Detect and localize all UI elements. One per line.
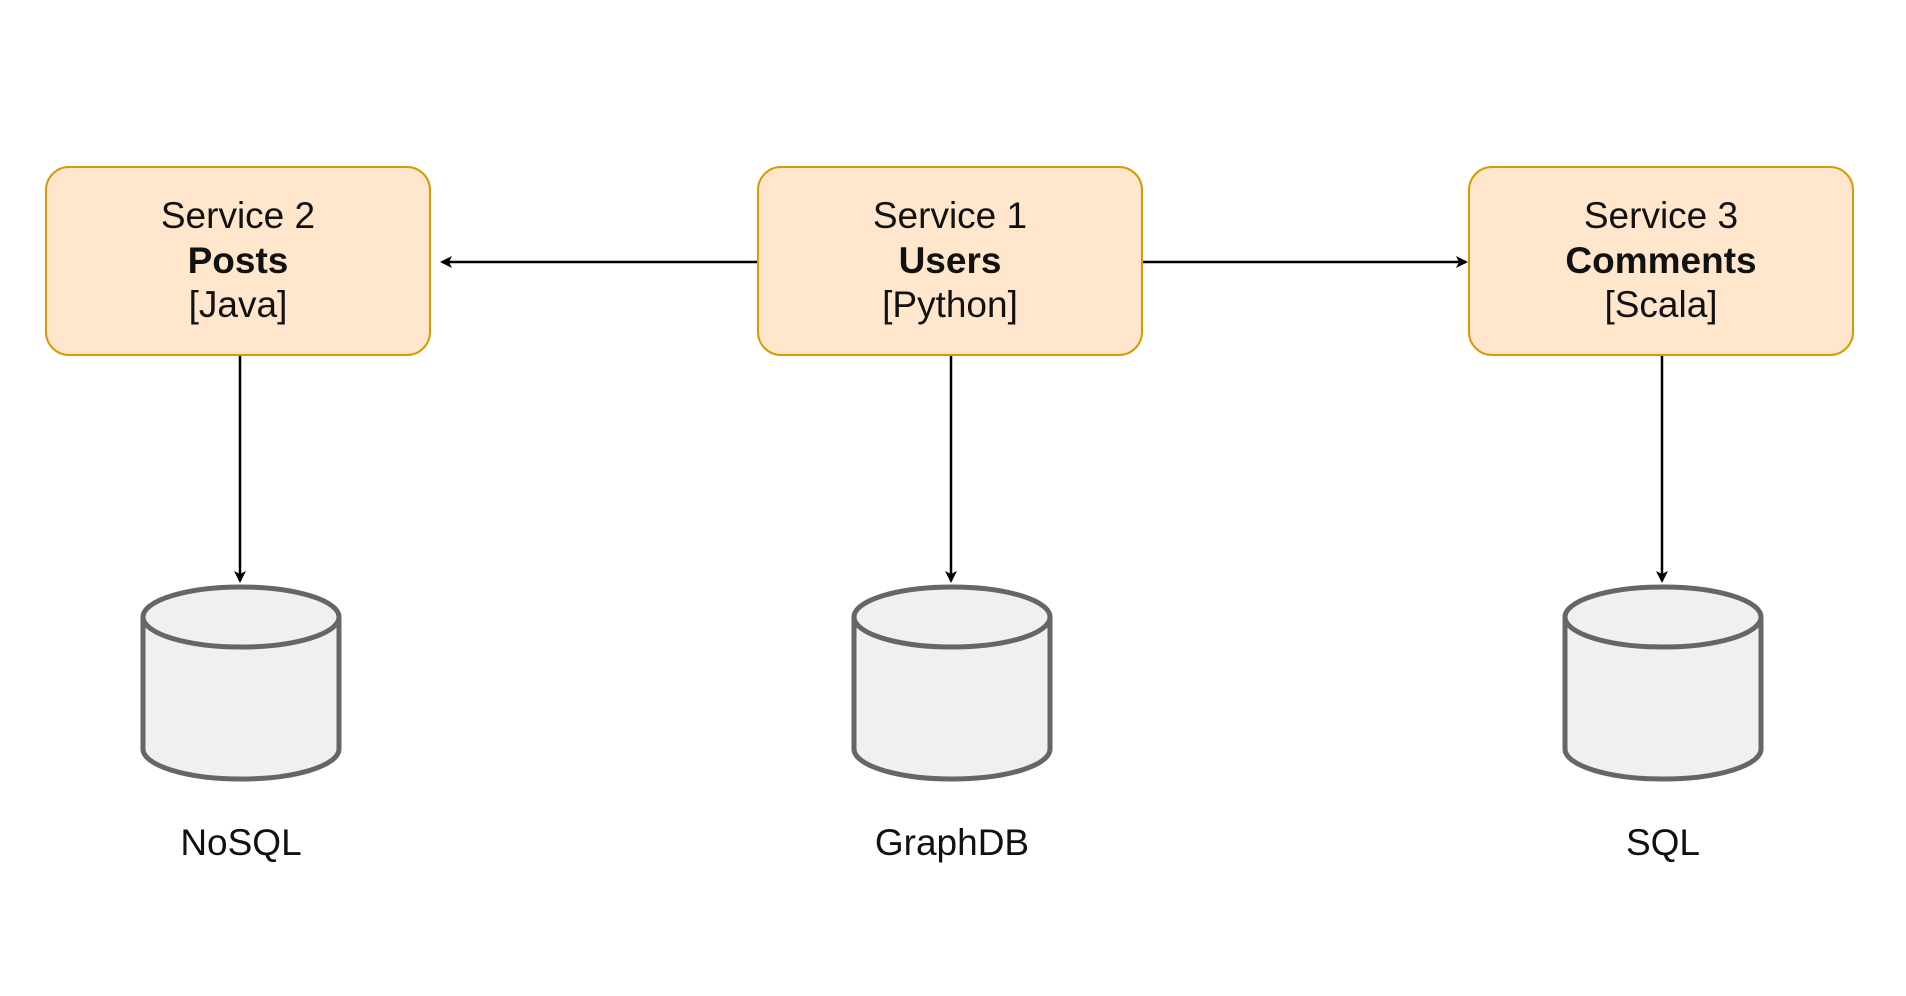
database-graphdb-icon[interactable] [850, 583, 1054, 783]
database-nosql-label: NoSQL [180, 822, 302, 863]
service-3-box[interactable]: Service 3 Comments [Scala] [1468, 166, 1854, 356]
database-sql-label: SQL [1625, 822, 1701, 863]
service-1-tech: [Python] [882, 284, 1018, 326]
service-2-number: Service 2 [160, 195, 316, 237]
database-graphdb-label: GraphDB [874, 822, 1030, 863]
service-2-name: Posts [187, 239, 289, 281]
service-1-number: Service 1 [872, 195, 1028, 237]
service-1-box[interactable]: Service 1 Users [Python] [757, 166, 1143, 356]
service-1-name: Users [898, 239, 1002, 281]
database-nosql-icon[interactable] [139, 583, 343, 783]
service-3-name: Comments [1565, 239, 1757, 281]
service-2-tech: [Java] [188, 284, 288, 326]
service-3-tech: [Scala] [1604, 284, 1718, 326]
database-sql-icon[interactable] [1561, 583, 1765, 783]
service-2-box[interactable]: Service 2 Posts [Java] [45, 166, 431, 356]
service-3-number: Service 3 [1583, 195, 1739, 237]
